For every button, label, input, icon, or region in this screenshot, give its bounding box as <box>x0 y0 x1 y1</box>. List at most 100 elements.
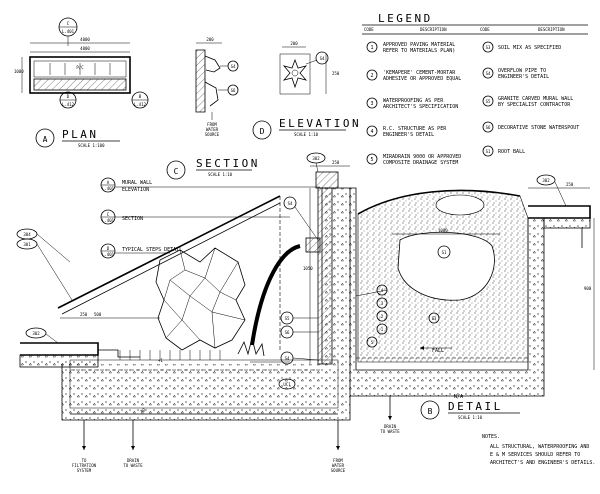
source-b-3: SOURCE <box>331 468 346 473</box>
plan-dim-top: 4000 <box>80 37 90 42</box>
svg-text:2: 2 <box>381 314 384 319</box>
spout-wall <box>195 49 206 113</box>
svg-text:2: 2 <box>370 73 373 79</box>
legend-item-3-l2: ARCHITECT'S SPECIFICATION <box>383 104 458 110</box>
tag-304: 304 <box>23 232 31 237</box>
svg-text:C: C <box>174 167 179 176</box>
water-level-b: +B <box>140 408 145 413</box>
marker-right-ref: L.412 <box>134 102 147 107</box>
plan-pond <box>33 60 127 78</box>
steps <box>97 343 221 360</box>
svg-text:S6: S6 <box>231 88 236 93</box>
svg-text:1: 1 <box>370 45 373 51</box>
tag-uc1: UC1 <box>283 382 291 387</box>
spout-source-2: WATER <box>206 127 219 132</box>
paving-slab <box>20 342 99 356</box>
planter-detail: S1 S3 1000 FALL 4 3 2 1 5 302 250 900 DR… <box>350 174 595 434</box>
notes-block: NOTES. ALL STRUCTURAL, WATERPROOFING AND… <box>482 434 595 466</box>
spout-section-view: 200 S4 S6 FROM WATER SOURCE <box>195 37 239 137</box>
legend-item-s4-l2: ENGINEER'S DETAIL <box>498 74 549 80</box>
svg-text:S3: S3 <box>486 45 491 50</box>
elevation-view: 200 S4 250 D ELEVATION SCALE 1:10 <box>252 41 361 140</box>
svg-text:4: 4 <box>381 288 384 293</box>
svg-text:S4: S4 <box>288 201 293 206</box>
mural-wall-pier <box>317 187 333 365</box>
svg-text:3: 3 <box>381 301 384 306</box>
root-ball <box>397 231 495 301</box>
svg-text:S4: S4 <box>231 64 236 69</box>
legend-item-s5-l1: GRANITE CARVED MURAL WALL <box>498 96 573 102</box>
callout-section: SECTION <box>122 216 143 222</box>
notes-line-3: ARCHITECT'S AND ENGINEER'S DETAILS. <box>490 460 595 466</box>
source-b-2: WATER <box>332 463 345 468</box>
legend: LEGEND CODE DESCRIPTION CODE DESCRIPTION… <box>362 12 588 166</box>
svg-text:S4: S4 <box>285 356 290 361</box>
legend-left-items: 1 APPROVED PAVING MATERIAL REFER TO MATE… <box>366 41 461 166</box>
spout-head <box>204 55 221 73</box>
section-callouts: A L.401 MURAL WALL ELEVATION C L.401 SEC… <box>16 177 320 301</box>
section-title: SECTION <box>196 157 260 170</box>
star-spout-icon <box>282 58 308 89</box>
notes-line-2: E & M SERVICES SHOULD REFER TO <box>490 452 580 458</box>
water-level-l: +1 <box>158 358 163 363</box>
svg-text:500: 500 <box>94 312 102 317</box>
plan-dim-left: 1000 <box>14 69 24 74</box>
legend-item-s5-l2: BY SPECIALIST CONTRACTOR <box>498 102 571 108</box>
slope-rail <box>57 195 281 309</box>
plan-title-bubble <box>35 128 55 148</box>
elevation-frame <box>279 53 311 95</box>
legend-item-s3: SOIL MIX AS SPECIFIED <box>498 45 561 51</box>
wall-coping <box>315 171 339 189</box>
legend-item-3-l1: WATERPROOFING AS PER <box>383 98 444 104</box>
source-b-1: FROM <box>333 458 343 463</box>
svg-text:900: 900 <box>584 286 592 291</box>
water-jet <box>250 244 301 346</box>
detail-scale: SCALE 1:10 <box>458 415 483 420</box>
detail-title-block: B N/A DETAIL SCALE 1:10 <box>420 394 520 420</box>
legend-item-2-l2: ADHESIVE OR APPROVED EQUAL <box>383 76 461 82</box>
legend-title: LEGEND <box>378 12 433 25</box>
elevation-dim: 200 <box>290 41 298 46</box>
plan-title-letter: A <box>43 135 48 144</box>
elevation-scale: SCALE 1:10 <box>294 132 319 137</box>
svg-text:L.401: L.401 <box>102 252 115 257</box>
legend-col-desc-r: DESCRIPTION <box>538 27 565 32</box>
tag-root-ball: S1 <box>442 250 447 255</box>
plan-steps <box>33 78 127 91</box>
plan-outline <box>29 56 131 94</box>
svg-text:5: 5 <box>370 157 373 163</box>
svg-text:5: 5 <box>371 340 374 345</box>
filtration-1: TO <box>82 458 87 463</box>
legend-col-code-r: CODE <box>480 27 490 32</box>
svg-text:250: 250 <box>566 182 574 187</box>
svg-text:250: 250 <box>80 312 88 317</box>
svg-text:C: C <box>107 212 110 217</box>
plan-view: C L.401 4000 4000 P/C 1000 D L.412 B L.4… <box>14 17 149 148</box>
legend-item-5-l2: COMPOSITE DRAINAGE SYSTEM <box>383 160 458 166</box>
planter-shell <box>350 187 545 397</box>
plan-scale: SCALE 1:100 <box>78 143 105 148</box>
svg-text:A: A <box>107 180 110 185</box>
section-scale: SCALE 1:10 <box>208 172 233 177</box>
svg-text:D: D <box>260 127 265 136</box>
svg-text:S4: S4 <box>486 71 491 76</box>
legend-item-4-l2: ENGINEER'S DETAIL <box>383 132 434 138</box>
svg-text:S1: S1 <box>486 149 491 154</box>
drain-left-1: DRAIN <box>127 458 140 463</box>
svg-text:L.401: L.401 <box>102 186 115 191</box>
drain-left-2: TO WASTE <box>123 463 143 468</box>
plan-title: PLAN <box>62 128 99 141</box>
svg-text:B: B <box>139 94 142 99</box>
elevation-title: ELEVATION <box>279 117 361 130</box>
svg-text:1000: 1000 <box>438 228 448 233</box>
drain-right-1: DRAIN <box>384 424 397 429</box>
section-drawing: 302 250 500 <box>19 152 351 473</box>
callout-mural-wall: MURAL WALL <box>122 180 152 186</box>
plan-dim-width: 4000 <box>80 46 90 51</box>
granite-mural-stones <box>155 247 246 351</box>
marker-top-id: C <box>67 21 70 26</box>
svg-text:1: 1 <box>381 327 384 332</box>
tag-301: 301 <box>23 242 31 247</box>
plan-spouts <box>49 63 111 75</box>
